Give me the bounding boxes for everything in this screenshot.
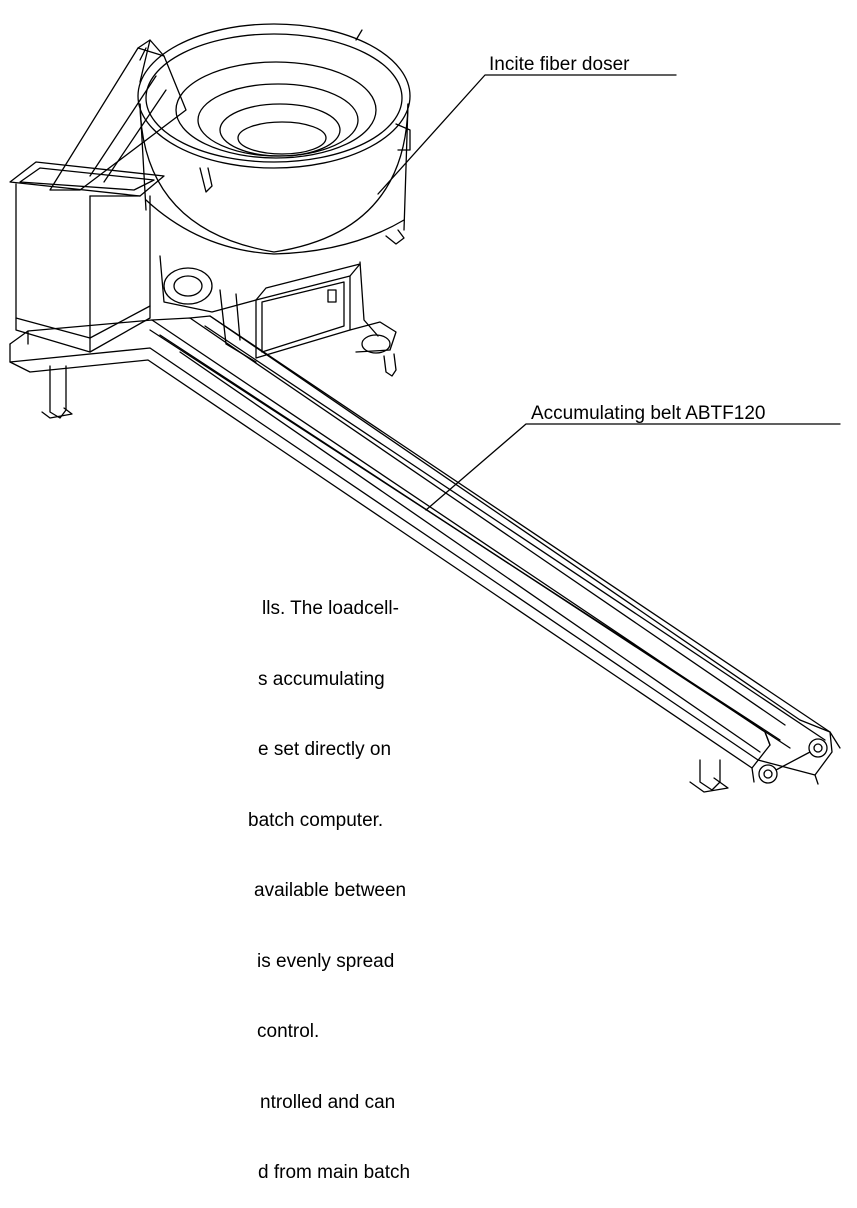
inlet-box <box>9 161 165 353</box>
accumulating-belt <box>9 315 841 793</box>
drive-base <box>159 255 397 377</box>
fiber-doser-drawing: Incite fiber doser Accumulating belt ABT… <box>9 23 841 793</box>
belt-leader-line <box>425 423 841 511</box>
belt-label: Accumulating belt ABTF120 <box>531 403 765 424</box>
feed-chute <box>49 39 187 191</box>
description-line: d from main batch <box>258 1162 411 1183</box>
doser-label: Incite fiber doser <box>489 54 630 75</box>
description-line: s accumulating <box>258 668 385 690</box>
doser-bowl <box>137 23 411 255</box>
description-line: is evenly spread <box>257 950 395 972</box>
description-line: lls. The loadcell- <box>262 598 399 619</box>
description-line: ntrolled and can <box>260 1091 396 1113</box>
description-text: lls. The loadcell- s accumulating e set … <box>0 550 411 1208</box>
description-line: available between <box>254 880 407 901</box>
description-line: e set directly on <box>258 739 392 760</box>
doser-leader-line <box>377 74 677 195</box>
description-line: control. <box>257 1021 320 1042</box>
description-line: batch computer. <box>248 809 384 831</box>
